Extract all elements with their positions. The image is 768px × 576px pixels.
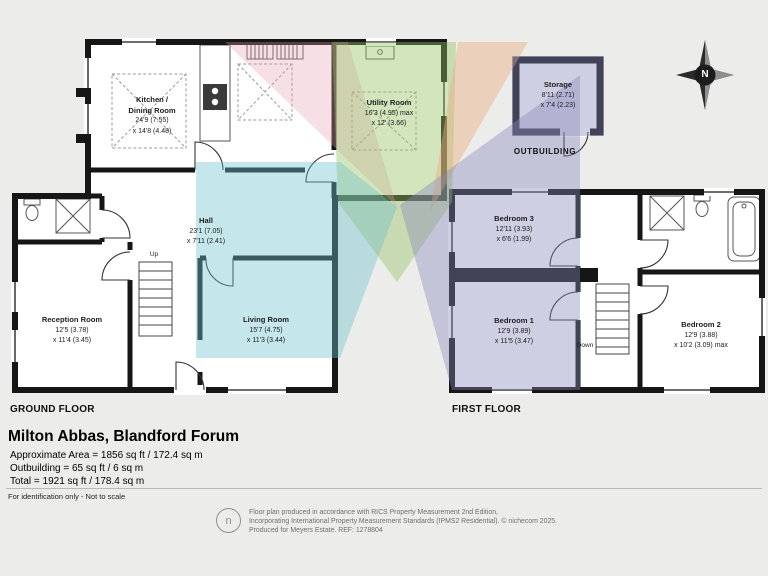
ground-floor-title: GROUND FLOOR: [10, 404, 95, 415]
approximate-area-line: Approximate Area = 1856 sq ft / 172.4 sq…: [10, 450, 203, 461]
room-dim: x 12' (3.66): [371, 120, 407, 127]
storage-door-gap: [560, 127, 590, 137]
wash-purple-bedrooms: [400, 75, 580, 390]
room-dim: x 7'4 (2.23): [540, 102, 576, 109]
room-label-storage: Storage 8'11 (2.71) x 7'4 (2.23): [541, 80, 576, 112]
room-name: Dining Room: [128, 105, 176, 115]
wash-purple-storage: [512, 56, 604, 136]
room-label-bedroom2: Bedroom 2 12'9 (3.88) x 10'2 (3.09) max: [674, 320, 728, 352]
nichecom-logo-icon: n: [216, 508, 241, 533]
stairs-first: [595, 283, 630, 355]
room-dim: 12'9 (3.88): [684, 331, 718, 339]
room-dim: 24'9 (7.55): [135, 117, 169, 124]
door-arcs: [101, 131, 669, 391]
wash-green: [332, 42, 456, 282]
chimney-stub-2: [76, 134, 88, 143]
footer: n Floor plan produced in accordance with…: [216, 508, 557, 535]
stairs-up-label: Up: [149, 251, 159, 258]
room-dim: 12'5 (3.78): [55, 326, 89, 334]
room-label-living: Living Room 15'7 (4.75) x 11'3 (3.44): [243, 315, 289, 347]
room-name: Bedroom 1: [494, 316, 534, 325]
wash-blue: [196, 162, 397, 358]
room-dim: x 11'3 (3.44): [246, 337, 286, 344]
room-name: Hall: [199, 216, 213, 225]
chimney-stub-1: [76, 88, 88, 97]
room-label-utility: Utility Room 16'3 (4.95) max x 12' (3.66…: [365, 98, 413, 130]
room-dim: x 11'4 (3.45): [52, 337, 92, 344]
room-dim: x 10'2 (3.09) max: [674, 342, 728, 349]
room-dim: 12'11 (3.93): [495, 225, 533, 233]
room-name: Bedroom 3: [494, 214, 534, 223]
total-area-line: Total = 1921 sq ft / 178.4 sq m: [10, 476, 145, 487]
outbuilding-area-line: Outbuilding = 65 sq ft / 6 sq m: [10, 463, 144, 474]
identification-disclaimer: For identification only - Not to scale: [8, 492, 126, 501]
footer-text: Floor plan produced in accordance with R…: [249, 508, 557, 535]
room-label-reception: Reception Room 12'5 (3.78) x 11'4 (3.45): [42, 315, 102, 347]
compass-icon: [676, 40, 734, 110]
windows: [11, 38, 766, 394]
room-dim: 23'1 (7.05): [189, 227, 223, 235]
room-name: Bedroom 2: [681, 320, 721, 329]
room-name: Kitchen /: [135, 95, 169, 104]
room-dim: 15'7 (4.75): [249, 326, 283, 334]
wash-peach: [430, 42, 528, 212]
outbuilding-walls: [512, 56, 604, 136]
color-washes: [196, 42, 604, 390]
room-label-hall: Hall 23'1 (7.05) x 7'11 (2.41): [187, 216, 225, 248]
dashed-ceiling-markers: [111, 63, 417, 151]
room-name: Utility Room: [366, 98, 412, 107]
property-address-title: Milton Abbas, Blandford Forum: [8, 428, 240, 445]
interior-walls: [15, 42, 762, 390]
room-label-bedroom1: Bedroom 1 12'9 (3.89) x 11'5 (3.47): [494, 316, 534, 348]
room-dim: x 14'8 (4.48): [132, 127, 172, 135]
thick-wall-band: [452, 268, 598, 282]
first-floor-title: FIRST FLOOR: [452, 404, 521, 415]
room-name: Living Room: [243, 315, 289, 324]
room-label-kitchen-dining: Kitchen / Dining Room 24'9 (7.55) x 14'8…: [128, 95, 175, 137]
room-floors: [15, 42, 762, 390]
room-dim: 12'9 (3.89): [497, 327, 531, 335]
footer-line: Incorporating International Property Mea…: [249, 518, 558, 525]
divider-line: [6, 488, 762, 489]
wash-pink: [225, 42, 397, 207]
room-dim: 8'11 (2.71): [541, 91, 575, 99]
room-name: Storage: [543, 80, 573, 89]
room-dim: x 6'6 (1.99): [496, 236, 532, 243]
stairs-down-label: Down: [576, 342, 594, 349]
room-dim: x 11'5 (3.47): [494, 338, 534, 345]
footer-line: Produced for Meyers Estate. REF: 1278804: [249, 527, 383, 534]
stairs-ground: [138, 261, 173, 337]
footer-line: Floor plan produced in accordance with R…: [249, 509, 498, 516]
front-door-gap: [174, 385, 206, 395]
compass-north-label: N: [701, 69, 709, 80]
room-label-bedroom3: Bedroom 3 12'11 (3.93) x 6'6 (1.99): [494, 214, 534, 246]
room-dim: x 7'11 (2.41): [186, 238, 226, 245]
outbuilding-label: OUTBUILDING: [513, 147, 577, 156]
shower-first: [649, 195, 685, 231]
fixtures: [23, 43, 761, 262]
room-dim: 16'3 (4.95) max: [364, 109, 414, 117]
room-name: Reception Room: [41, 315, 103, 324]
